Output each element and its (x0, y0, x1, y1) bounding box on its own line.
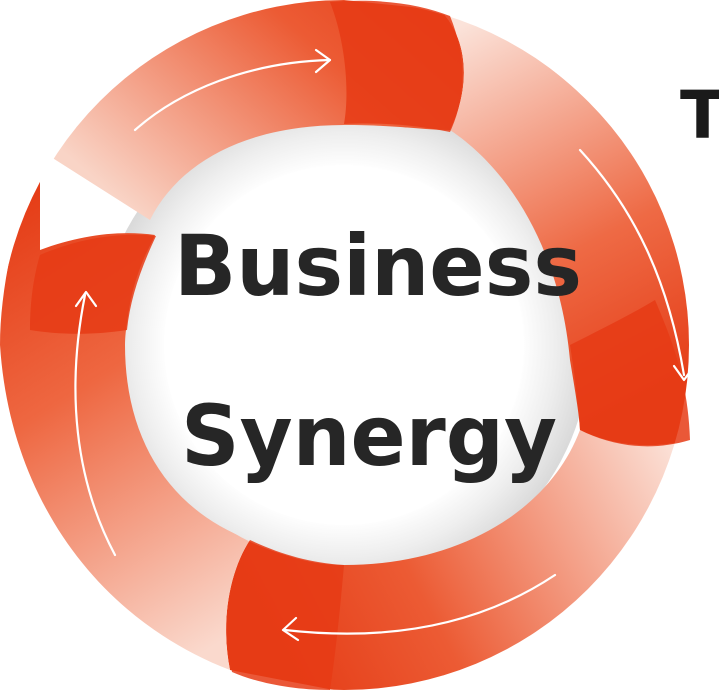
side-heading-fragment: T (680, 77, 719, 154)
ring-segment-bottom (226, 430, 690, 692)
arrow-right (578, 148, 696, 382)
ring-tip-right (570, 300, 690, 447)
inner-core (164, 165, 524, 525)
ring-tip-bottom (227, 540, 344, 690)
diagram-title-line-1: Business (174, 217, 582, 315)
arrow-left (74, 290, 117, 557)
arrow-top (133, 48, 332, 132)
diagram-title-line-2: Synergy (181, 387, 557, 485)
ring-tip-left (30, 234, 156, 334)
arrow-bottom (281, 573, 557, 642)
ring-tip-top (330, 0, 463, 132)
